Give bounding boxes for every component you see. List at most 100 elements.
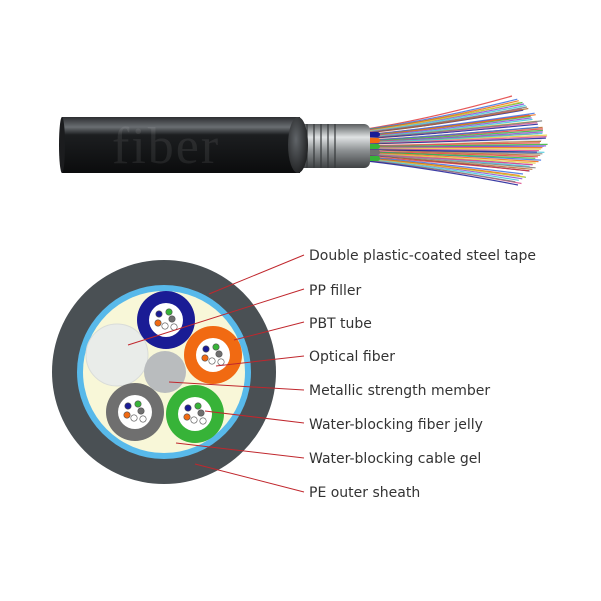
label-pp-filler: PP filler xyxy=(309,283,362,299)
fiber-strand xyxy=(365,129,543,142)
fiber-strand xyxy=(365,117,532,137)
label-pbt-tube: PBT tube xyxy=(309,316,372,332)
pbt-tube-grey xyxy=(106,383,164,441)
fiber-strand xyxy=(365,123,538,140)
label-cable-gel: Water-blocking cable gel xyxy=(309,451,481,467)
optical-fiber xyxy=(197,409,205,417)
optical-fiber xyxy=(183,413,191,421)
label-strength-member: Metallic strength member xyxy=(309,383,490,399)
fiber-strand xyxy=(365,125,539,141)
leader-line xyxy=(204,410,305,424)
optical-fiber xyxy=(212,343,220,351)
fiber-jelly xyxy=(196,338,230,372)
fiber-strand xyxy=(365,131,543,143)
fiber-strand xyxy=(365,152,539,163)
label-optical-fiber: Optical fiber xyxy=(309,349,395,365)
optical-fiber xyxy=(130,414,138,422)
pp-filler xyxy=(85,323,149,387)
fiber-strand xyxy=(365,147,541,150)
optical-fiber xyxy=(137,407,145,415)
optical-fiber xyxy=(184,404,192,412)
fiber-fan xyxy=(365,95,548,186)
fiber-strand xyxy=(365,149,541,156)
fiber-strand xyxy=(365,145,547,149)
label-fiber-jelly: Water-blocking fiber jelly xyxy=(309,417,483,433)
fiber-strand xyxy=(365,98,518,131)
callout-labels: Double plastic-coated steel tape PP fill… xyxy=(309,248,536,501)
fiber-strand xyxy=(365,104,526,133)
fiber-strand xyxy=(365,150,538,158)
fiber-strand xyxy=(365,95,513,130)
optical-fiber xyxy=(215,350,223,358)
label-steel-tape: Double plastic-coated steel tape xyxy=(309,248,536,264)
fiber-strand xyxy=(365,153,533,166)
leader-line xyxy=(168,381,305,391)
optical-fiber xyxy=(139,415,147,423)
fiber-strand xyxy=(365,158,526,178)
fiber-strand xyxy=(365,149,537,153)
fiber-strand xyxy=(365,111,534,135)
label-outer-sheath: PE outer sheath xyxy=(309,485,420,501)
pbt-tube-orange xyxy=(184,326,242,384)
optical-fiber xyxy=(190,416,198,424)
optical-fiber xyxy=(168,315,176,323)
fiber-strand xyxy=(365,156,524,175)
optical-fiber xyxy=(194,402,202,410)
steel-armor-section xyxy=(292,124,370,168)
fiber-strand xyxy=(365,101,521,132)
fiber-strand xyxy=(365,153,536,164)
fiber-jelly xyxy=(149,303,183,337)
fiber-strand xyxy=(365,137,546,145)
fiber-strand xyxy=(365,132,543,144)
fiber-strand xyxy=(365,154,536,169)
optical-fiber xyxy=(165,308,173,316)
cable-illustration: fiber xyxy=(59,95,548,186)
watermark-text: fiber xyxy=(112,118,220,175)
fiber-jelly xyxy=(118,395,152,429)
fiber-strand xyxy=(365,142,540,147)
fiber-strand xyxy=(365,112,535,136)
fiber-strand xyxy=(365,157,520,177)
leader-line xyxy=(175,442,305,459)
optical-fiber xyxy=(217,358,225,366)
fiber-strand xyxy=(365,155,533,170)
optical-fiber xyxy=(134,400,142,408)
leader-line xyxy=(194,463,305,493)
fiber-strand xyxy=(365,100,519,131)
optical-fiber xyxy=(155,310,163,318)
optical-fiber xyxy=(154,319,162,327)
fiber-strand xyxy=(365,143,548,148)
fiber-strand xyxy=(365,126,539,142)
outer-jacket-section xyxy=(62,117,300,173)
fiber-strand xyxy=(365,159,519,181)
leader-line xyxy=(215,355,305,367)
fiber-strand xyxy=(365,156,530,172)
optical-fiber xyxy=(161,322,169,330)
optical-fiber xyxy=(124,402,132,410)
fiber-strand xyxy=(365,151,536,159)
optical-fiber xyxy=(208,357,216,365)
leader-lines xyxy=(127,254,305,493)
optical-fiber xyxy=(123,411,131,419)
fiber-strand xyxy=(365,120,543,139)
fiber-strand xyxy=(365,114,536,137)
steel-armor-ribs xyxy=(299,124,336,168)
optical-fiber xyxy=(201,354,209,362)
jacket-left-end xyxy=(59,117,65,173)
metallic-strength-member xyxy=(144,351,186,393)
fiber-strand xyxy=(365,160,519,186)
pbt-tube-blue xyxy=(137,291,195,349)
optical-fiber xyxy=(202,345,210,353)
fiber-strand xyxy=(365,118,533,138)
leader-line xyxy=(127,288,305,346)
jacket-end-cap xyxy=(288,117,308,173)
fiber-strand xyxy=(365,148,539,152)
fiber-jelly xyxy=(178,397,212,431)
pbt-tube-green xyxy=(166,385,224,443)
fiber-strand xyxy=(365,139,546,146)
leader-line xyxy=(233,321,305,341)
optical-fiber xyxy=(199,417,207,425)
fiber-strand xyxy=(365,107,529,135)
fiber-strand xyxy=(365,106,528,134)
